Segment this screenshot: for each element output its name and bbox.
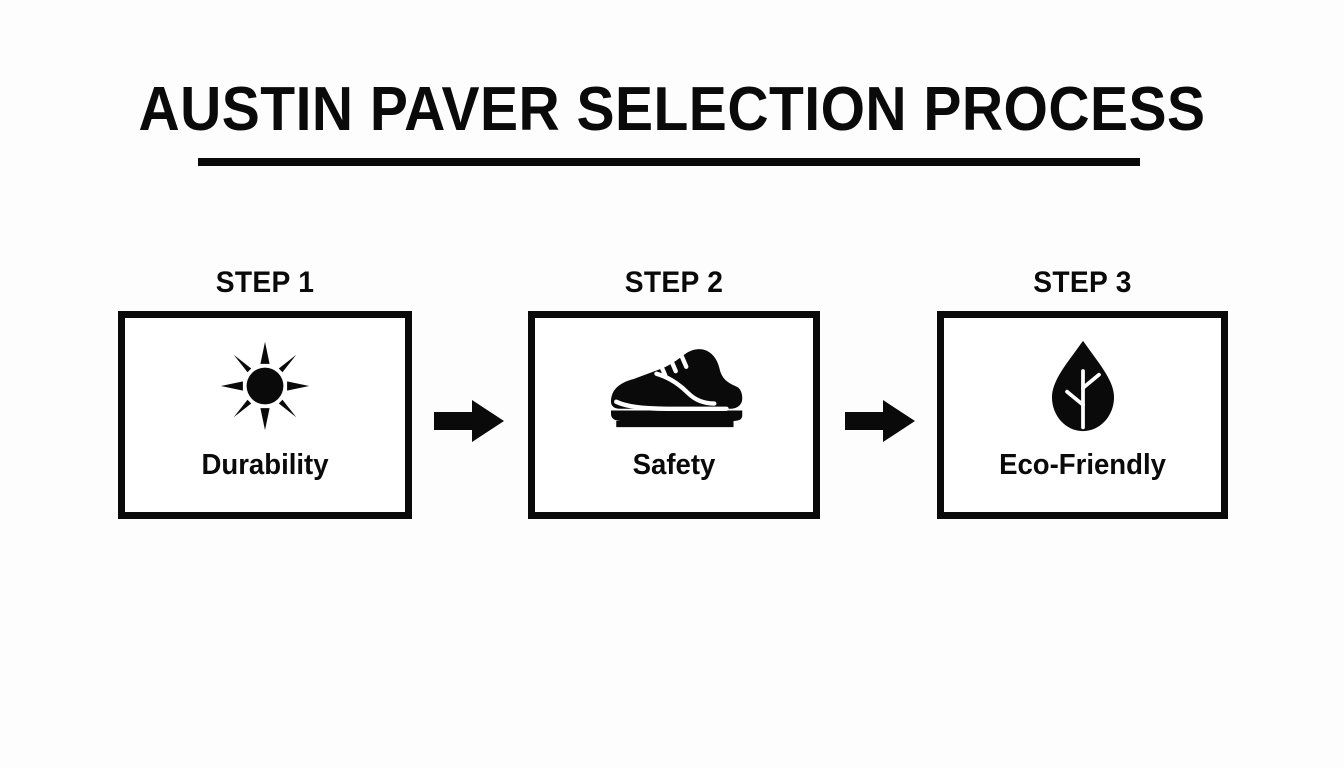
step-label-2: STEP 2 (624, 266, 724, 299)
step-card-3[interactable]: STEP 3 Eco-Friendly (937, 268, 1228, 519)
step-box-1[interactable]: Durability (118, 311, 412, 519)
arrow-right-icon (845, 398, 915, 444)
title-underline-rule (198, 158, 1140, 166)
step-caption-2: Safety (632, 449, 716, 481)
process-flow: STEP 1 (0, 268, 1344, 538)
step-label-1: STEP 1 (215, 266, 315, 299)
step-caption-1: Durability (201, 449, 329, 481)
sun-icon (219, 340, 311, 432)
step-box-3[interactable]: Eco-Friendly (937, 311, 1228, 519)
leaf-icon (1048, 340, 1118, 432)
arrow-right-icon (434, 398, 504, 444)
step-card-2[interactable]: STEP 2 (528, 268, 820, 519)
title-block: AUSTIN PAVER SELECTION PROCESS (0, 75, 1344, 166)
shoe-icon (604, 340, 744, 432)
step-box-2[interactable]: Safety (528, 311, 820, 519)
step-card-1[interactable]: STEP 1 (118, 268, 412, 519)
step-caption-3: Eco-Friendly (999, 449, 1166, 481)
page-title: AUSTIN PAVER SELECTION PROCESS (138, 75, 1206, 144)
step-label-3: STEP 3 (1033, 266, 1132, 299)
